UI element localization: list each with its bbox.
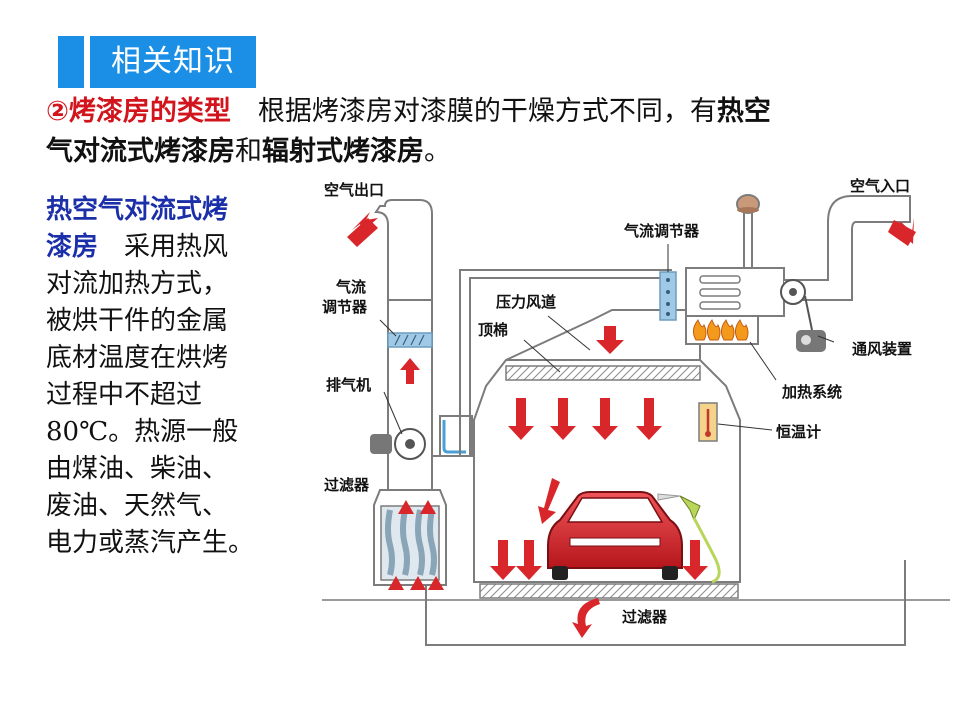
arrow-left-down-1 [490,540,516,580]
heater-flames [692,319,749,341]
floor-filter [479,583,739,599]
car [547,491,683,580]
flow-regulator-top-dots [666,278,670,316]
side-line: 底材温度在烘烤 [46,343,229,373]
label-flow-regulator-left-2: 调节器 [322,298,368,316]
label-top-cotton: 顶棉 [478,321,508,339]
leader-lines [379,244,835,435]
arrow-up-stack [400,358,420,384]
arrow-floor [572,598,600,638]
label-flow-regulator-left-1: 气流 [335,278,366,296]
label-ventilation: 通风装置 [852,340,912,358]
label-heating: 加热系统 [781,383,842,401]
label-exhaust-fan: 排气机 [326,376,371,394]
arrows-filter-top [398,500,436,514]
airflow-arrows [347,212,916,638]
arrow-down-1 [508,398,534,440]
pressure-duct [505,309,701,361]
side-title-line2: 漆房 [46,232,99,262]
intro-join: 和 [235,136,262,167]
arrow-down-2 [550,398,576,440]
spray-gun [657,493,721,584]
label-filter-bottom: 过滤器 [622,608,668,626]
side-line: 电力或蒸汽产生。 [46,528,255,558]
side-description: 热空气对流式烤 漆房 采用热风 对流加热方式， 被烘干件的金属 底材温度在烘烤 … [46,192,286,562]
side-line: 由煤油、柴油、 [46,454,229,484]
intro-bold-1b: 气对流式烤漆房 [46,136,235,167]
left-filter [380,505,440,581]
ventilation-fan [780,279,826,352]
arrow-car-left [538,478,560,524]
label-filter-left: 过滤器 [324,476,370,494]
flow-regulator-left-blades [394,334,425,346]
intro-text: 根据烤漆房对漆膜的干燥方式不同，有 [230,96,717,127]
top-cotton [505,365,701,381]
intro-paragraph: ②烤漆房的类型 根据烤漆房对漆膜的干燥方式不同，有热空气对流式烤漆房和辐射式烤漆… [46,92,926,172]
section-title: 相关知识 [90,36,256,88]
side-line: 被烘干件的金属 [46,306,229,336]
header-accent-bar [58,36,84,88]
label-air-inlet: 空气入口 [850,177,910,195]
intro-lead: ②烤漆房的类型 [46,96,231,127]
side-line: 对流加热方式， [46,269,229,299]
heater-unit [685,194,911,345]
label-flow-regulator-top: 气流调节器 [623,222,700,240]
arrow-outlet-body [347,218,378,247]
arrow-right-down [682,540,708,580]
top-duct-line [459,269,672,456]
side-line: 废油、天然气、 [46,491,229,521]
arrow-inlet-body [888,220,916,246]
arrows-filter-bottom [388,576,444,590]
heater-fins [699,275,741,310]
thermostat [698,402,718,442]
side-line: 过程中不超过 [46,380,203,410]
exhaust-fan [370,428,426,460]
side-line: 80℃。热源一般 [46,417,239,447]
arrow-down-4 [636,398,662,440]
arrow-pressure [596,326,624,354]
intro-bold-2: 辐射式烤漆房 [262,136,424,167]
label-air-outlet: 空气出口 [324,181,384,199]
label-thermostat: 恒温计 [776,423,821,441]
side-title-line1: 热空气对流式烤 [46,195,229,225]
intro-end: 。 [424,136,451,167]
arrow-left-down-2 [516,540,542,580]
label-pressure-duct: 压力风道 [496,293,556,311]
return-duct [432,415,476,457]
intro-bold-1: 热空 [716,96,771,127]
arrow-down-3 [592,398,618,440]
side-body-first: 采用热风 [98,232,229,262]
